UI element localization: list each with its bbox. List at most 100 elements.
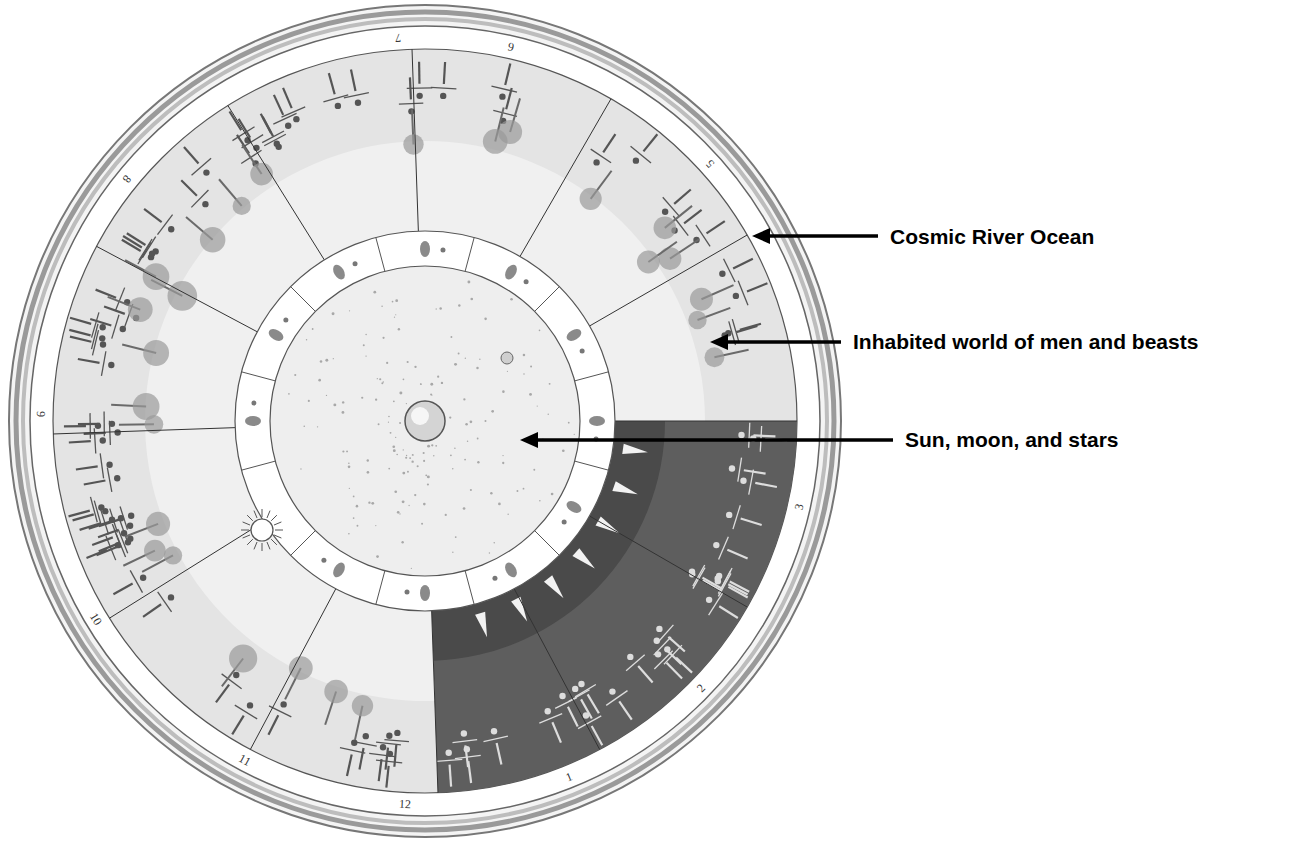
figure-arms: [139, 239, 152, 260]
callout-label: Inhabited world of men and beasts: [853, 329, 1198, 354]
sun-ray: [267, 511, 270, 518]
star: [325, 359, 328, 362]
sector-divider: [97, 246, 258, 331]
star: [470, 420, 473, 423]
star: [406, 403, 407, 404]
figure-arms: [493, 110, 517, 116]
figure-body: [588, 694, 599, 713]
star: [529, 393, 532, 396]
zodiac-sign-head: [580, 349, 585, 354]
tree-crown: [637, 251, 660, 274]
sector-number: 3: [792, 503, 807, 512]
figure-head: [285, 123, 291, 129]
star: [368, 502, 370, 504]
zodiac-sign: [420, 585, 430, 601]
star: [539, 330, 541, 332]
figure-arms: [384, 740, 409, 742]
figure-body: [274, 95, 283, 115]
figure-arms: [575, 685, 596, 697]
star: [348, 462, 350, 464]
star: [399, 422, 401, 424]
figure-body: [619, 701, 632, 719]
star: [454, 363, 457, 366]
star: [450, 454, 452, 456]
star: [458, 304, 460, 306]
star: [371, 502, 374, 505]
figure-body: [753, 434, 775, 437]
figure-head: [293, 116, 299, 122]
ocean-outer-rim: [9, 5, 841, 837]
zodiac-sign: [331, 561, 348, 580]
figure-body: [69, 330, 90, 335]
sector-divider: [615, 421, 797, 422]
star: [533, 469, 535, 471]
figure-head: [247, 702, 253, 708]
figure-head: [726, 512, 732, 518]
figure-head: [98, 504, 104, 510]
star: [498, 503, 501, 506]
star: [357, 525, 359, 527]
star: [318, 379, 321, 382]
sector-number: 2: [694, 681, 708, 695]
zodiac-sign: [565, 499, 584, 516]
star: [439, 307, 442, 310]
figure-arms: [431, 87, 457, 88]
tree-crown: [144, 540, 166, 562]
star: [412, 454, 414, 456]
star: [427, 445, 430, 448]
star: [407, 361, 409, 363]
star: [342, 450, 344, 452]
star: [502, 462, 504, 464]
sun-rays: [241, 509, 283, 551]
star: [394, 317, 395, 318]
star: [300, 468, 301, 469]
star: [383, 381, 384, 382]
figure-arms: [578, 716, 601, 729]
figure-body: [144, 209, 162, 222]
star: [441, 382, 443, 384]
star: [423, 452, 425, 454]
flame-symbol: [612, 481, 637, 494]
star: [399, 391, 402, 394]
star: [317, 426, 318, 427]
sun-ray: [247, 539, 253, 545]
sector-divider: [590, 235, 748, 326]
star: [449, 416, 451, 418]
figure-body: [181, 180, 197, 195]
figure-arms: [591, 149, 611, 163]
star: [348, 533, 350, 535]
figure-arms: [407, 87, 433, 89]
sun-disk: [251, 519, 273, 541]
figure-body: [444, 62, 445, 84]
tree-crown: [143, 263, 170, 290]
sector-number: 6: [507, 39, 516, 54]
leader-line: [724, 340, 841, 344]
star: [376, 555, 379, 558]
figure-body: [123, 236, 142, 247]
figure-body: [730, 582, 749, 592]
figure-head: [445, 749, 451, 755]
figure-head: [655, 651, 661, 657]
star: [375, 398, 377, 400]
star: [399, 513, 400, 514]
figure-body: [552, 722, 561, 742]
star: [396, 454, 398, 456]
figure-arms: [663, 197, 679, 216]
star: [306, 339, 307, 340]
star: [409, 457, 411, 459]
star: [493, 542, 495, 544]
sector-divider: [590, 516, 748, 607]
star: [393, 449, 396, 452]
star: [342, 411, 345, 414]
figure-body: [84, 480, 106, 484]
zodiac-sign-head: [492, 576, 497, 581]
tree-crown: [324, 680, 348, 704]
star: [433, 455, 434, 456]
figure-body: [643, 134, 657, 151]
sector-number: 11: [236, 751, 253, 769]
tree-crown: [146, 512, 170, 536]
tree-crown: [233, 197, 251, 215]
star: [403, 449, 404, 450]
star: [574, 434, 575, 435]
star: [361, 397, 363, 399]
